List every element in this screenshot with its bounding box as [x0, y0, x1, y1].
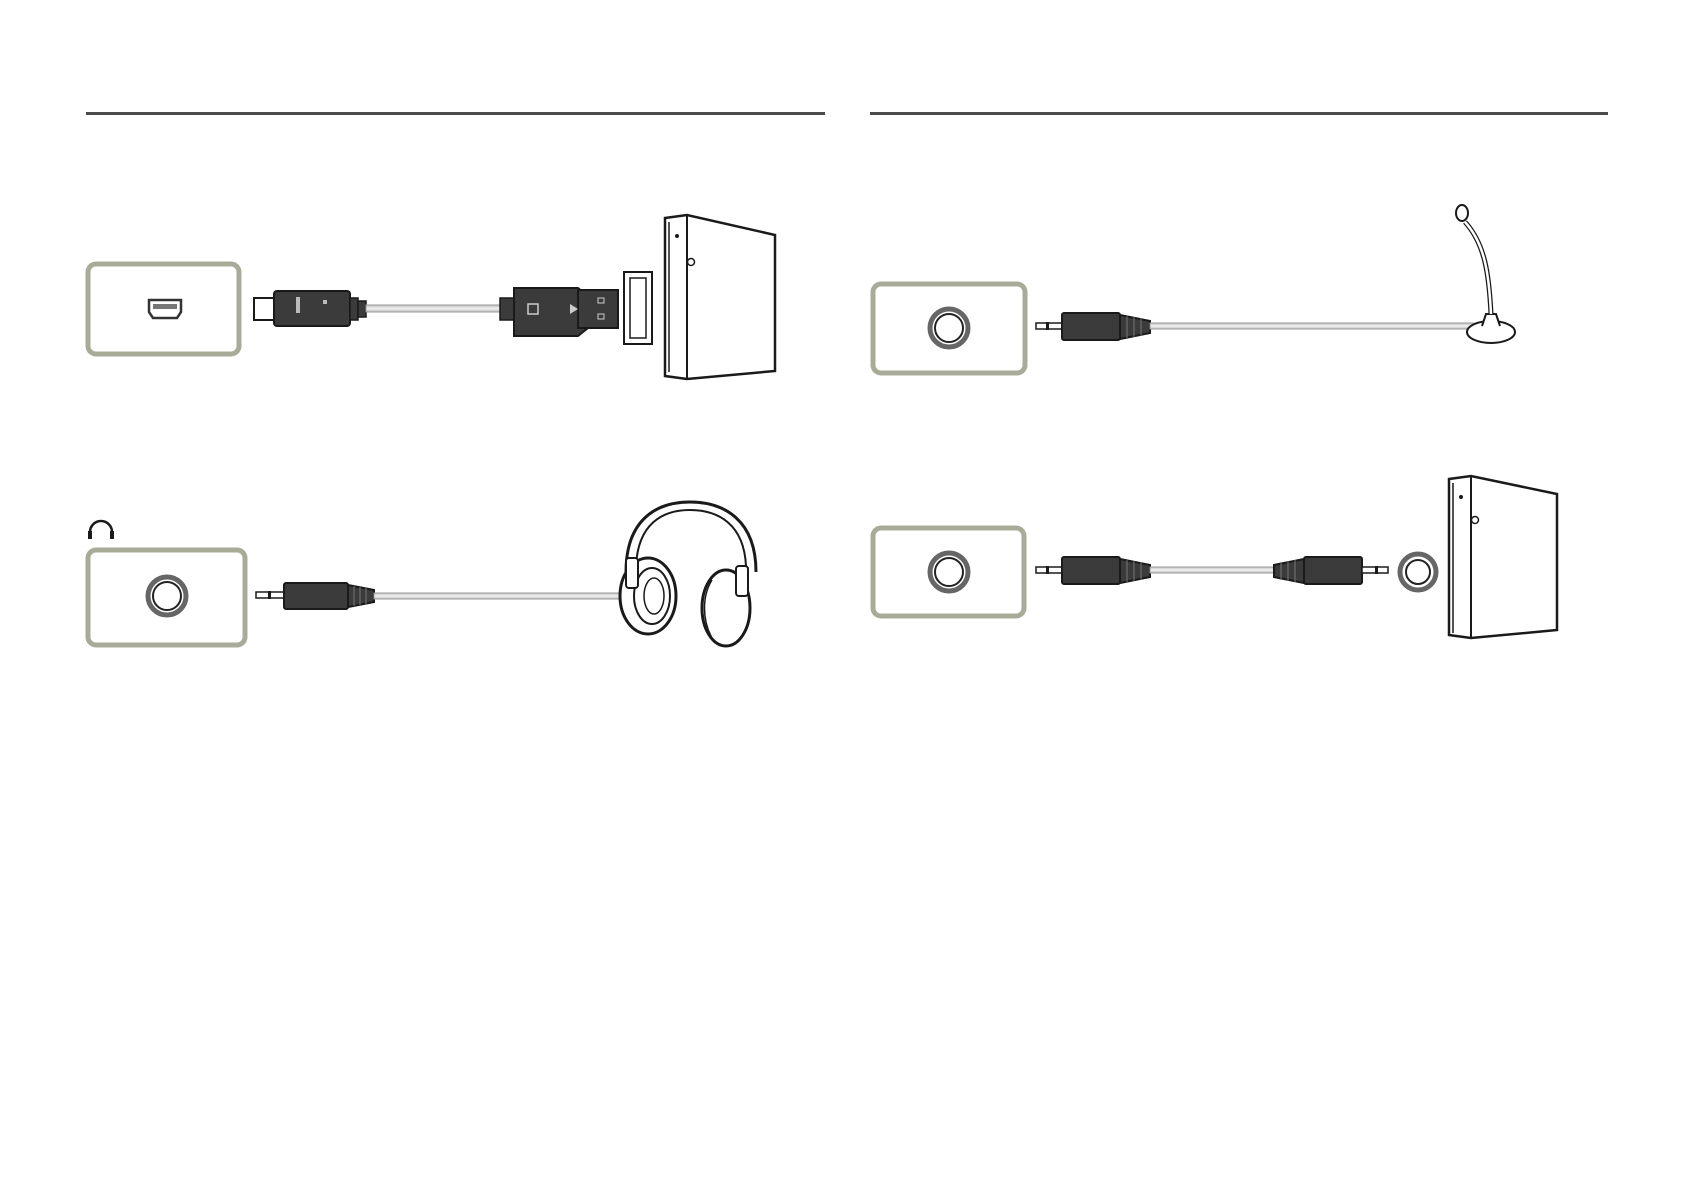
- headphone-cable: [374, 593, 620, 599]
- microphone-icon: [1456, 205, 1515, 343]
- pc-audio-jack-icon: [1400, 554, 1436, 590]
- headphone-icon: [88, 521, 114, 539]
- line-in-cable: [1150, 567, 1274, 573]
- headphones-icon: [620, 502, 756, 646]
- headphone-connection: [88, 502, 756, 646]
- microphone-connection: [873, 205, 1515, 373]
- headphone-plug: [256, 583, 374, 609]
- line-in-plug-left: [1036, 557, 1150, 584]
- pc-tower-icon: [665, 215, 775, 379]
- line-in-plug-right: [1274, 557, 1388, 584]
- audio-jack-icon: [930, 309, 968, 347]
- mini-dp-cable: [366, 305, 500, 312]
- mic-cable: [1150, 323, 1474, 329]
- pc-tower-icon: [1449, 476, 1557, 638]
- mini-displayport-icon: [149, 300, 181, 318]
- audio-jack-icon: [930, 553, 968, 591]
- mic-plug: [1036, 313, 1150, 340]
- line-in-connection: [873, 476, 1557, 638]
- audio-jack-icon: [148, 577, 186, 615]
- displayport-plug: [500, 288, 618, 336]
- mini-dp-connection: [88, 215, 775, 379]
- displayport-socket: [624, 272, 652, 344]
- mini-dp-plug: [254, 291, 366, 326]
